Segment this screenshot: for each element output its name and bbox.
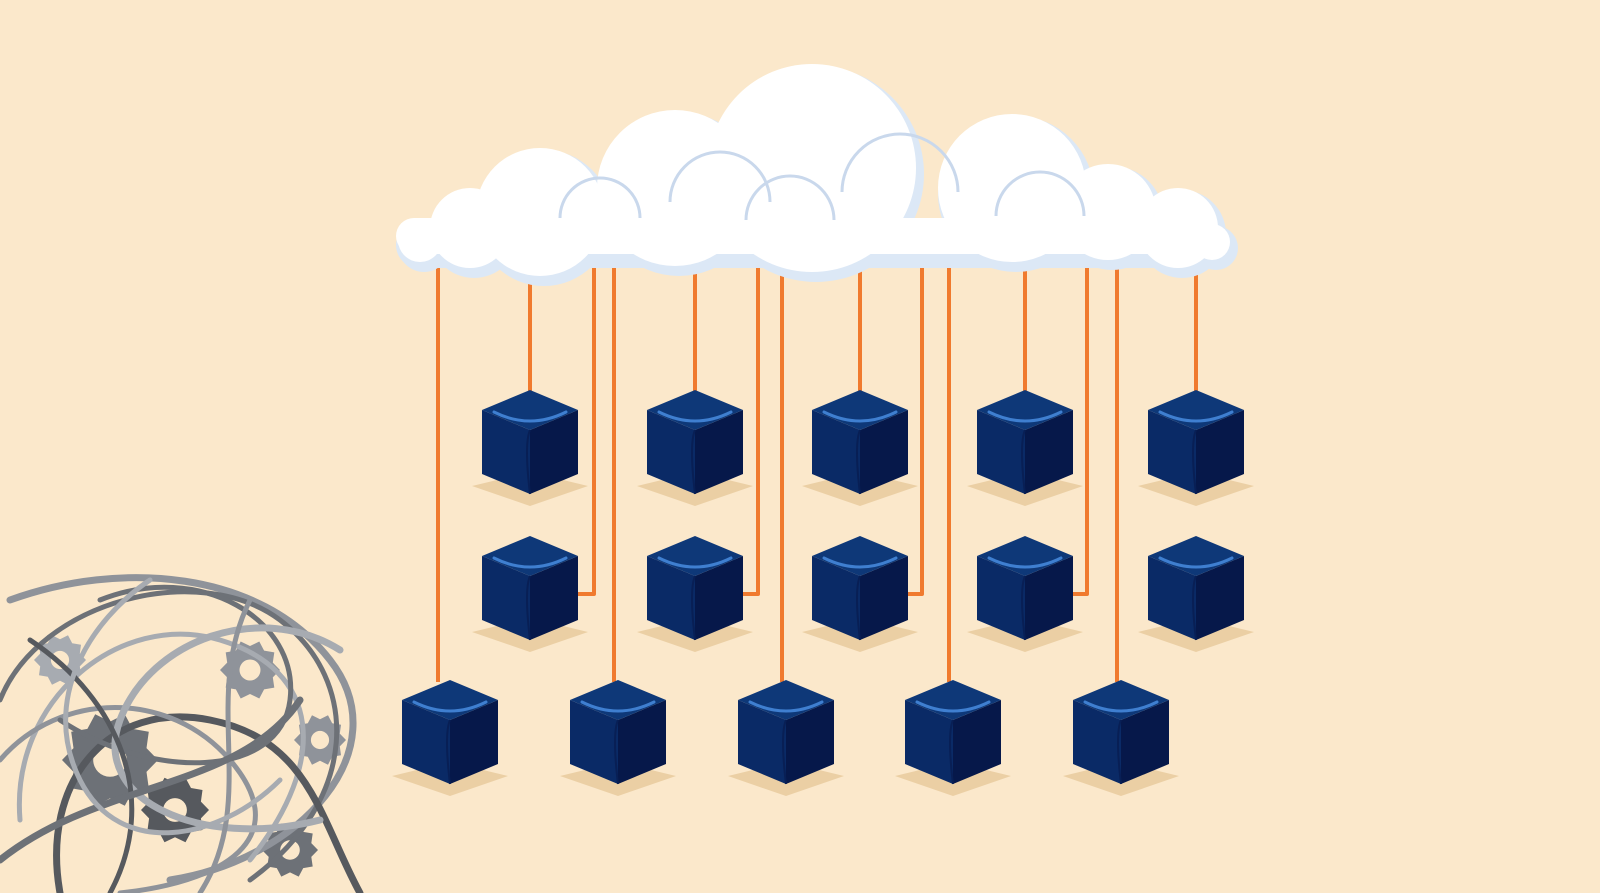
cable-strand: [63, 577, 283, 836]
cable-strand: [57, 584, 294, 766]
cloud-icon: [396, 64, 1238, 286]
block-cube: [802, 390, 918, 506]
cloud-detail: [558, 132, 1086, 221]
cable-strand: [53, 713, 364, 893]
gear-icon: [220, 641, 280, 699]
tangled-cables-icon: [0, 574, 364, 893]
block-cube: [967, 390, 1083, 506]
cable-strand: [0, 589, 340, 883]
connector-lines: [436, 262, 1198, 682]
connector-line: [743, 262, 760, 596]
block-cube: [895, 680, 1011, 796]
block-cube: [472, 390, 588, 506]
block-cube: [560, 680, 676, 796]
cloud-body: [396, 64, 1230, 276]
cable-strand: [6, 574, 357, 884]
block-cube: [472, 536, 588, 652]
block-cube: [728, 680, 844, 796]
block-cube: [1138, 390, 1254, 506]
cable-strand: [111, 624, 344, 833]
block-cube: [392, 680, 508, 796]
block-cube: [637, 536, 753, 652]
block-cube: [1063, 680, 1179, 796]
cable-strand: [197, 597, 253, 893]
block-cube: [1138, 536, 1254, 652]
connector-line: [578, 262, 596, 596]
cable-strand: [0, 696, 304, 864]
block-grid: [392, 390, 1254, 796]
cable-strand: [27, 637, 135, 893]
connector-line: [908, 262, 924, 596]
block-cube: [802, 536, 918, 652]
block-cube: [967, 536, 1083, 652]
block-cube: [637, 390, 753, 506]
connector-line: [1073, 262, 1089, 596]
cable-strand: [16, 631, 306, 863]
